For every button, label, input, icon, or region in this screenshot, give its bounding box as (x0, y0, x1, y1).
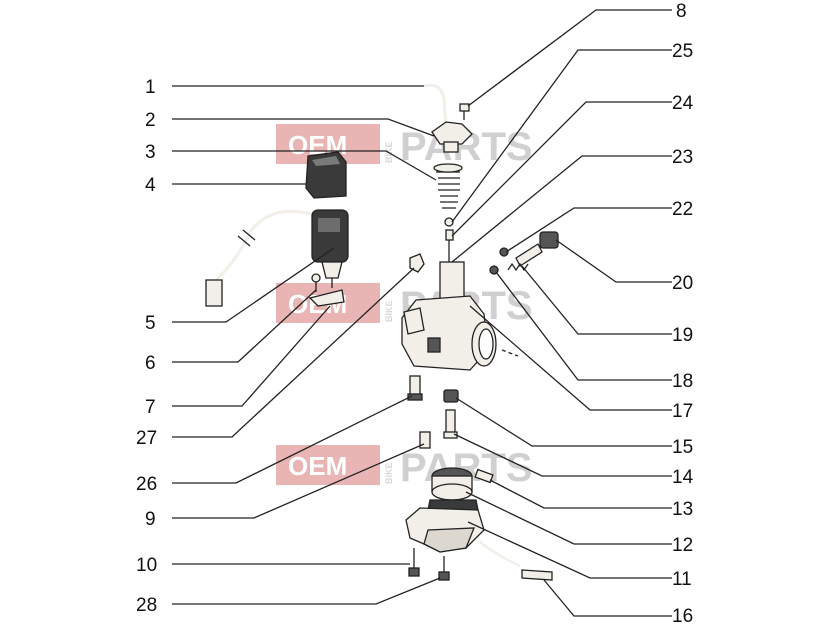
callout-8: 8 (676, 1, 687, 22)
part-12-float (427, 467, 479, 511)
leader-7 (172, 305, 331, 407)
part-4-cap (305, 151, 347, 199)
callout-26: 26 (136, 474, 157, 495)
callout-7: 7 (145, 397, 156, 418)
watermark-top: OEM BIKE PARTS (276, 124, 533, 169)
leader-12 (465, 491, 672, 545)
callout-3: 3 (145, 142, 156, 163)
leader-5 (172, 247, 335, 323)
part-26-jet (407, 375, 423, 401)
leader-19 (521, 265, 672, 335)
callout-6: 6 (145, 353, 156, 374)
leader-26 (172, 395, 413, 484)
callout-28: 28 (136, 595, 157, 616)
watermark-oem: OEM (288, 451, 347, 481)
part-9-jet (419, 431, 431, 449)
callout-9: 9 (145, 509, 156, 530)
callout-17: 17 (672, 401, 693, 422)
leader-27 (172, 267, 415, 438)
leader-22 (505, 207, 672, 253)
leader-8 (467, 9, 672, 107)
leader-14 (453, 433, 672, 477)
callout-12: 12 (672, 535, 693, 556)
part-2-cover (431, 121, 473, 153)
leader-28 (172, 577, 441, 605)
callout-2: 2 (145, 110, 156, 131)
callout-10: 10 (136, 555, 157, 576)
callout-16: 16 (672, 606, 693, 624)
part-24-needle (445, 229, 454, 262)
part-7-bracket (308, 289, 345, 307)
part-float-bowl (405, 507, 485, 553)
leader-15 (455, 397, 672, 447)
part-16-clip (521, 569, 553, 581)
leader-6 (172, 289, 317, 363)
leader-23 (451, 155, 672, 263)
part-13-pin (474, 468, 494, 484)
callout-1: 1 (145, 77, 156, 98)
part-28-screw (438, 556, 450, 581)
callout-4: 4 (145, 175, 156, 196)
part-10-screw (408, 548, 420, 577)
leader-20 (555, 239, 672, 283)
leader-25 (451, 49, 672, 223)
leader-11 (467, 521, 672, 579)
part-1-fuel-pipe (423, 83, 448, 127)
watermark-bike: BIKE (384, 462, 394, 484)
leader-18 (495, 271, 672, 381)
leader-16 (543, 579, 672, 617)
part-22-screw (499, 247, 509, 257)
part-20-jet-assembly (515, 231, 559, 267)
callout-24: 24 (672, 93, 694, 114)
watermark-bike: BIKE (384, 300, 394, 322)
callout-13: 13 (672, 499, 693, 520)
callout-11: 11 (672, 569, 692, 590)
callout-27: 27 (136, 428, 157, 449)
callout-5: 5 (145, 313, 156, 334)
part-3-spring (433, 163, 463, 209)
callout-25: 25 (672, 41, 693, 62)
callout-numbers: 1 2 3 4 5 6 7 27 26 9 10 28 8 25 24 23 2… (136, 1, 694, 624)
part-25-clip (444, 217, 454, 227)
leader-17 (469, 305, 672, 411)
callout-15: 15 (672, 437, 693, 458)
watermark-bottom: OEM BIKE PARTS (276, 445, 533, 490)
watermark-box (276, 445, 380, 485)
callout-20: 20 (672, 273, 693, 294)
part-6-screw (311, 273, 321, 292)
leader-24 (451, 101, 672, 237)
leader-3 (172, 150, 437, 181)
callout-19: 19 (672, 325, 693, 346)
callout-22: 22 (672, 199, 693, 220)
part-11-hose (479, 541, 521, 568)
leader-2 (172, 118, 435, 137)
part-15-nut (443, 389, 459, 403)
callout-23: 23 (672, 147, 693, 168)
part-5-starter-choke (205, 209, 349, 307)
part-8-screw (459, 103, 470, 120)
part-27-clip (409, 253, 425, 273)
leader-13 (489, 479, 672, 509)
callout-14: 14 (672, 467, 694, 488)
leader-9 (172, 443, 425, 519)
part-carburetor-body (401, 261, 519, 371)
leader-lines (172, 9, 672, 617)
callout-18: 18 (672, 371, 693, 392)
